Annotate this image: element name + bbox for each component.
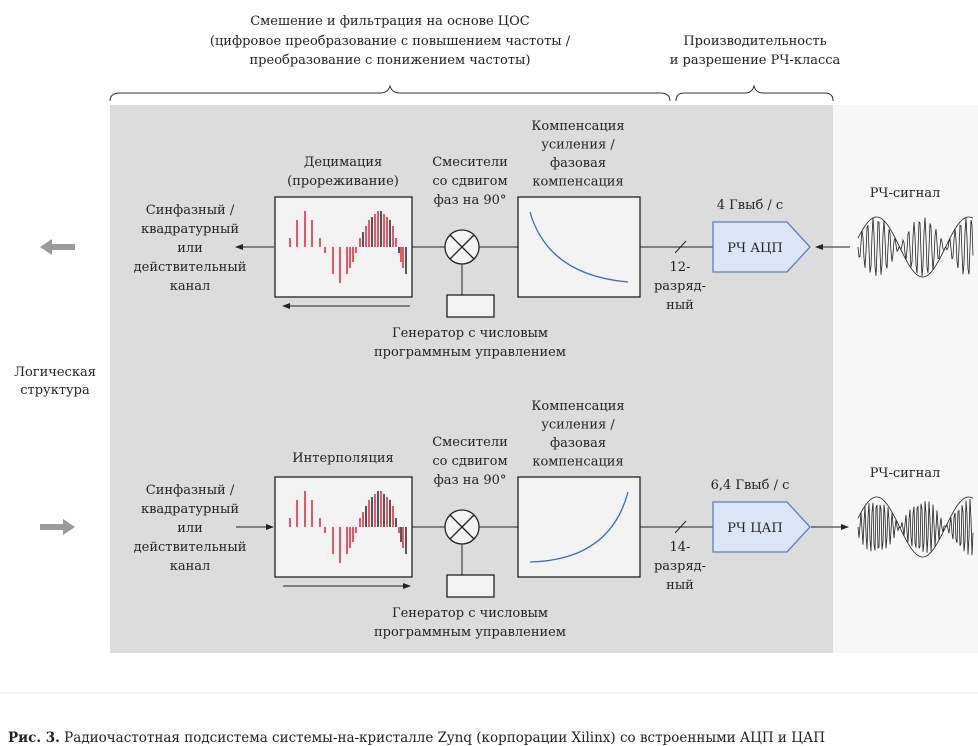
channel-label: Синфазный / bbox=[146, 203, 235, 218]
mixer-label: со сдвигом bbox=[432, 174, 507, 189]
bit-width-label: разряд- bbox=[654, 559, 706, 574]
rf-signal-label: РЧ-сигнал bbox=[870, 186, 941, 201]
dsp-brace bbox=[109, 84, 671, 102]
mixer-label: фаз на 90° bbox=[434, 473, 507, 488]
nco-label: программным управлением bbox=[374, 345, 566, 360]
mixer-cross bbox=[449, 234, 475, 260]
compensation-label: Компенсация bbox=[531, 119, 624, 134]
compensation-label: фазовая bbox=[550, 436, 606, 451]
channel-label: канал bbox=[170, 279, 211, 294]
logic-label: структура bbox=[20, 383, 90, 398]
nco-label: программным управлением bbox=[374, 625, 566, 640]
dsp-header-line: Смешение и фильтрация на основе ЦОС bbox=[250, 14, 530, 29]
rf-envelope bbox=[857, 496, 974, 558]
bit-width-label: 12- bbox=[670, 260, 691, 275]
nco-block bbox=[446, 574, 495, 598]
compensation-label: компенсация bbox=[532, 175, 623, 190]
compensation-label: Компенсация bbox=[531, 399, 624, 414]
dsp-header: Смешение и фильтрация на основе ЦОС (циф… bbox=[210, 14, 571, 68]
figure-caption: Рис. 3. Радиочастотная подсистема систем… bbox=[8, 730, 825, 746]
rf-waveform bbox=[857, 217, 974, 277]
transmit-chain: Синфазный / квадратурный или действительный… bbox=[40, 399, 974, 640]
mixer-label: Смесители bbox=[432, 155, 508, 170]
compensation-label: фазовая bbox=[550, 156, 606, 171]
channel-label: действительный bbox=[134, 260, 247, 275]
channel-label: или bbox=[177, 521, 203, 536]
nco-label: Генератор с числовым bbox=[392, 606, 548, 621]
dsp-header-line: (цифровое преобразование с повышением ча… bbox=[210, 34, 571, 49]
channel-label: действительный bbox=[134, 540, 247, 555]
channel-label: квадратурный bbox=[141, 222, 239, 237]
converter-label: РЧ ЦАП bbox=[727, 521, 782, 536]
rf-header: Производительность и разрешение РЧ-класс… bbox=[670, 34, 841, 68]
sample-rate-label: 6,4 Гвыб / с bbox=[711, 478, 790, 493]
programmable-fabric-area bbox=[110, 105, 833, 653]
bit-width-label: разряд- bbox=[654, 279, 706, 294]
rf-adc-block bbox=[712, 221, 811, 273]
compensation-label: усиления / bbox=[541, 138, 615, 153]
bus-width-slash bbox=[674, 520, 687, 534]
rf-brace bbox=[675, 84, 834, 102]
bit-width-label: ный bbox=[666, 578, 694, 593]
nco-label: Генератор с числовым bbox=[392, 326, 548, 341]
filter-label: Интерполяция bbox=[292, 451, 393, 466]
mixer-label: фаз на 90° bbox=[434, 193, 507, 208]
compensation-block bbox=[517, 476, 641, 578]
channel-label: квадратурный bbox=[141, 502, 239, 517]
interpolation-block bbox=[274, 476, 413, 578]
compensation-curve bbox=[529, 491, 629, 563]
rf-envelope bbox=[857, 216, 974, 278]
sample-rate-label: 4 Гвыб / с bbox=[717, 198, 783, 213]
mixer-cross bbox=[449, 514, 475, 540]
logic-label: Логическая bbox=[14, 365, 96, 380]
rf-header-line: Производительность bbox=[683, 34, 826, 49]
converter-label: РЧ АЦП bbox=[727, 241, 782, 256]
rf-header-line: и разрешение РЧ-класса bbox=[670, 53, 841, 68]
channel-label: или bbox=[177, 241, 203, 256]
compensation-curve bbox=[529, 211, 629, 283]
compensation-block bbox=[517, 196, 641, 298]
bit-width-label: 14- bbox=[670, 540, 691, 555]
bit-width-label: ный bbox=[666, 298, 694, 313]
caption-text: Радиочастотная подсистема системы-на-кри… bbox=[60, 730, 825, 746]
input-arrow-icon bbox=[40, 519, 75, 535]
compensation-label: усиления / bbox=[541, 418, 615, 433]
filter-label: (прореживание) bbox=[287, 174, 399, 189]
decimation-block bbox=[274, 196, 413, 298]
channel-label: канал bbox=[170, 559, 211, 574]
nco-block bbox=[446, 294, 495, 318]
outside-area bbox=[833, 105, 978, 653]
rf-waveform bbox=[857, 498, 974, 556]
receive-chain: Синфазный / квадратурный или действительный… bbox=[40, 119, 974, 360]
filter-label: Децимация bbox=[304, 155, 382, 170]
caption-label: Рис. 3. bbox=[8, 730, 60, 746]
compensation-label: компенсация bbox=[532, 455, 623, 470]
bus-width-slash bbox=[674, 240, 687, 254]
mixer-label: Смесители bbox=[432, 435, 508, 450]
rf-signal-label: РЧ-сигнал bbox=[870, 466, 941, 481]
output-arrow-icon bbox=[40, 239, 75, 255]
mixer-label: со сдвигом bbox=[432, 454, 507, 469]
dsp-header-line: преобразование с понижением частоты) bbox=[250, 53, 531, 68]
channel-label: Синфазный / bbox=[146, 483, 235, 498]
rf-dac-block bbox=[712, 501, 811, 553]
